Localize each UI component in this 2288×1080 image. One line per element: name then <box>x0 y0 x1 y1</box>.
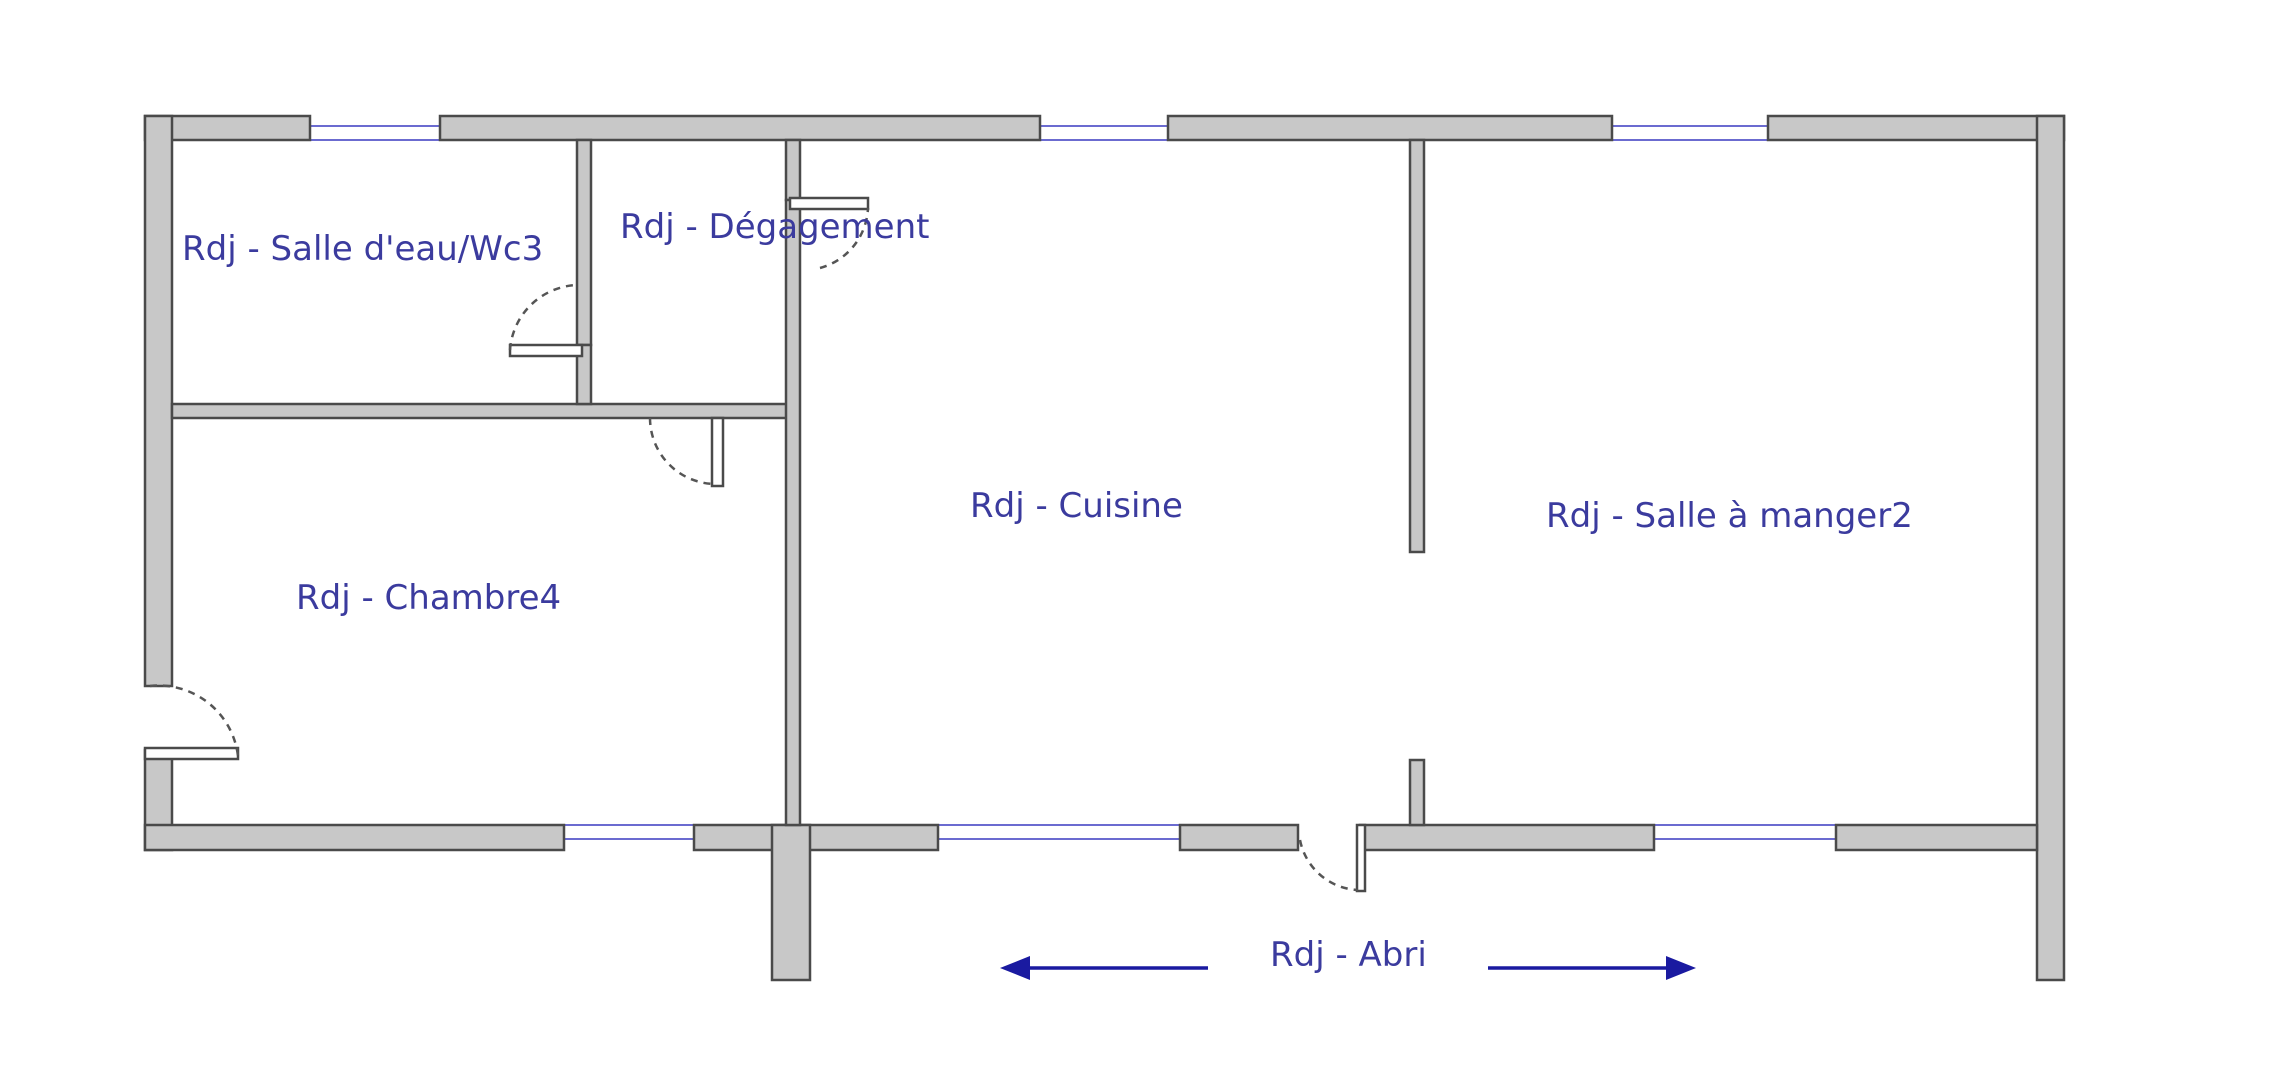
room-label-cuisine: Rdj - Cuisine <box>970 486 1183 526</box>
room-label-abri: Rdj - Abri <box>1270 935 1427 975</box>
door-bedroom <box>648 416 725 488</box>
exterior-walls <box>143 114 2066 982</box>
door-exterior-bedroom <box>143 684 240 761</box>
door-bathroom <box>508 283 584 358</box>
left-arrow <box>1000 956 1208 980</box>
interior-walls <box>170 138 1426 827</box>
abri-extent-arrows <box>1000 956 1696 980</box>
room-label-salle-manger: Rdj - Salle à manger2 <box>1546 496 1913 536</box>
door-corridor-top <box>788 196 870 270</box>
room-label-salle-eau: Rdj - Salle d'eau/Wc3 <box>182 229 543 269</box>
room-labels: Rdj - Salle d'eau/Wc3 Rdj - Dégagement R… <box>182 207 1913 975</box>
doors <box>143 196 1367 893</box>
right-arrow <box>1488 956 1696 980</box>
room-label-chambre: Rdj - Chambre4 <box>296 578 561 618</box>
room-label-degagement: Rdj - Dégagement <box>620 207 929 247</box>
door-entrance <box>1298 823 1367 893</box>
windows <box>310 125 1836 840</box>
